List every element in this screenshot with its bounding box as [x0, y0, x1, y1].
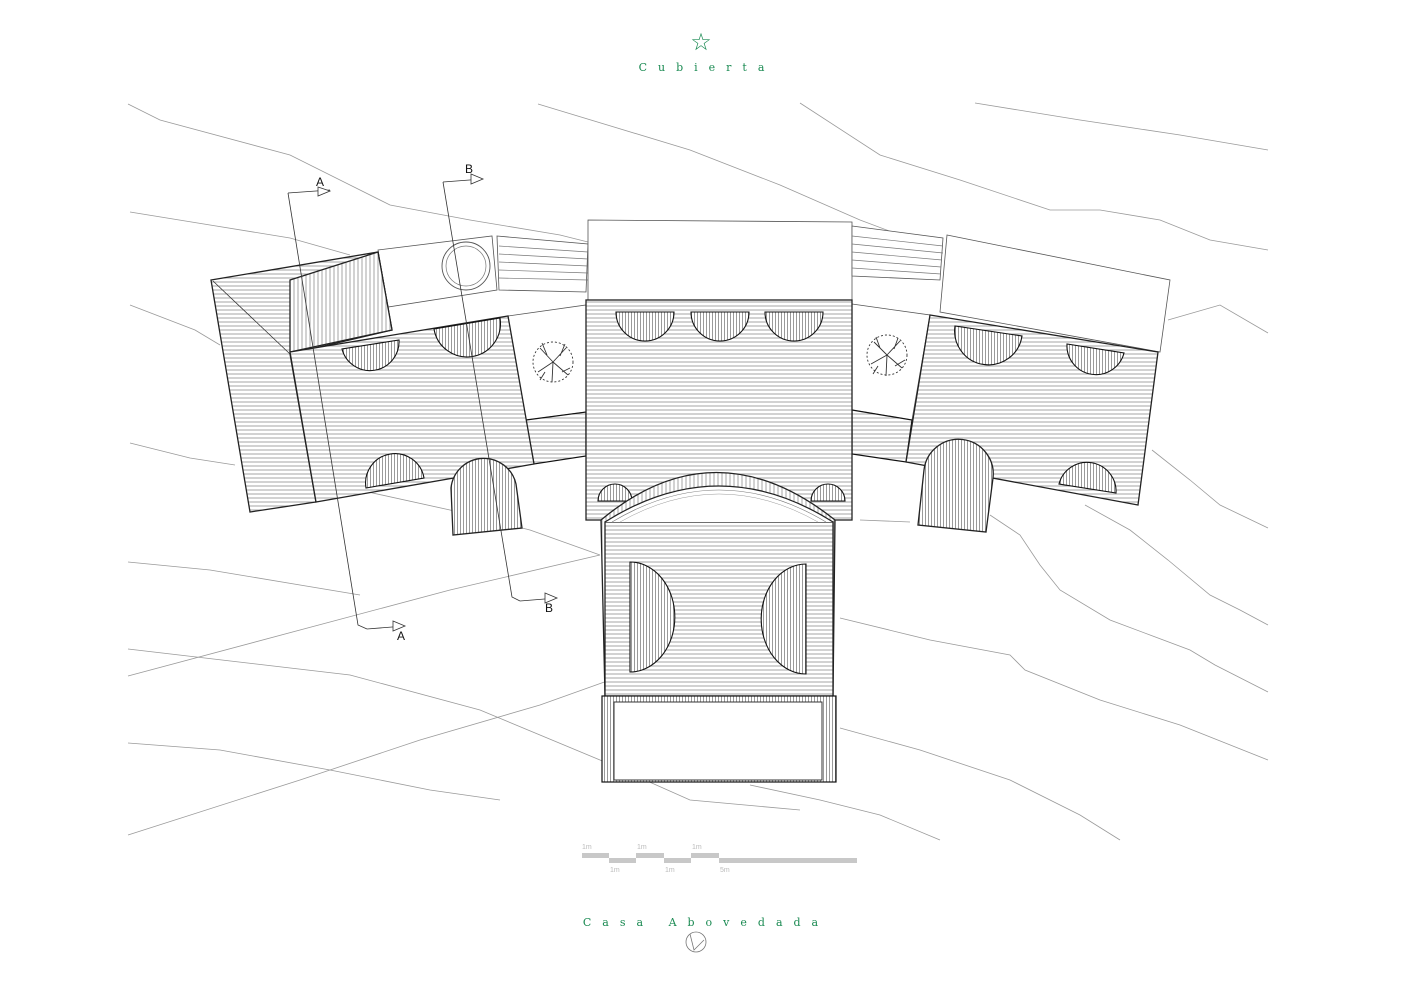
round-planter — [441, 241, 491, 291]
section-line-b: B B — [442, 162, 559, 615]
section-line-a: A A — [287, 175, 407, 643]
left-pavilion — [210, 251, 535, 536]
connector-left — [525, 411, 587, 465]
project-title: Casa Abovedada — [583, 916, 829, 929]
scale-label-bottom-1: 1m — [610, 867, 620, 874]
right-pavilion — [905, 314, 1159, 533]
section-b-label-top: B — [465, 162, 473, 176]
topographic-contours — [127, 102, 1269, 841]
scale-label-top-2: 1m — [637, 844, 647, 851]
front-wing — [600, 472, 837, 783]
scale-label-bottom-3: 5m — [720, 867, 730, 874]
star-icon: ☆ — [690, 28, 712, 56]
section-a-label-top: A — [316, 175, 324, 189]
north-arrow-icon — [685, 931, 707, 953]
section-a-label-bottom: A — [397, 629, 405, 643]
drawing-title: Cubierta — [639, 61, 776, 74]
scale-label-top-1: 1m — [582, 844, 592, 851]
section-b-label-bottom: B — [545, 601, 553, 615]
back-terraces — [377, 219, 1171, 353]
tree-icon — [866, 334, 908, 377]
scale-label-top-3: 1m — [692, 844, 702, 851]
scale-label-bottom-2: 1m — [665, 867, 675, 874]
scale-bar: 1m 1m 1m 1m 1m 5m — [582, 844, 857, 874]
tree-icon — [532, 341, 574, 383]
